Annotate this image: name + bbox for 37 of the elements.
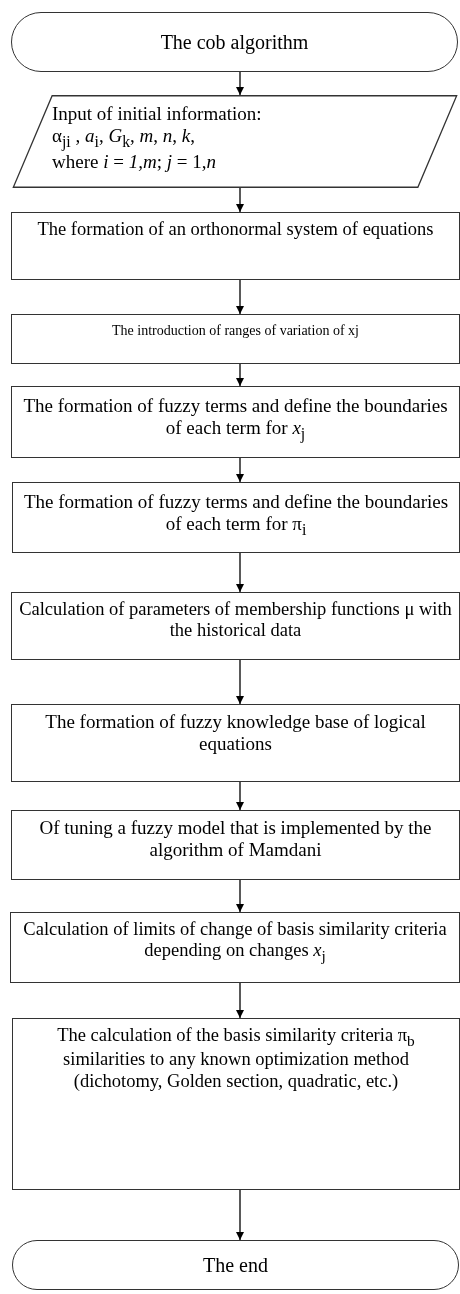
process-box — [11, 314, 460, 364]
step-text: The cob algorithm — [159, 30, 310, 54]
step-text: Input of initial information: — [52, 103, 262, 125]
process-box — [12, 482, 460, 553]
arrow — [236, 457, 244, 483]
step-text: The formation of an orthonormal system of equations — [36, 219, 435, 241]
arrow — [236, 659, 244, 705]
process-box — [11, 386, 460, 458]
step-text: α$_{ji}$ , a$_{i}$, G$_{k}$, m, n, k, — [52, 124, 195, 151]
step-text: The calculation of the basis similarity criteria π$_{b}$ similarities to any known optimization method (dichotomy, Golden section, quadratic, etc.) — [56, 1025, 416, 1092]
process-box — [10, 912, 460, 983]
arrow — [236, 71, 244, 96]
step-text: The formation of fuzzy terms and define the boundaries of each term for x$_{j}$ — [22, 395, 449, 443]
terminal-shape — [11, 12, 458, 72]
arrow — [236, 552, 244, 593]
process-box — [11, 810, 460, 880]
step-text: where i = 1,m; j = 1,n — [52, 150, 216, 173]
arrow — [236, 1189, 244, 1241]
step-text: The end — [202, 1253, 269, 1277]
step-text: The formation of fuzzy knowledge base of logical equations — [44, 711, 427, 755]
arrow — [236, 982, 244, 1019]
arrow — [236, 879, 244, 913]
input-parallelogram — [12, 95, 458, 188]
step-text: Of tuning a fuzzy model that is implemented by the algorithm of Mamdani — [38, 817, 433, 861]
process-box — [12, 1018, 460, 1190]
arrow — [236, 781, 244, 811]
step-text: Calculation of limits of change of basis similarity criteria depending on changes x$_{j}$ — [22, 919, 448, 965]
step-text: The formation of fuzzy terms and define the boundaries of each term for π$_{i}$ — [22, 491, 450, 539]
arrow — [236, 187, 244, 213]
terminal-shape — [12, 1240, 459, 1290]
arrow — [236, 279, 244, 315]
process-box — [11, 704, 460, 782]
process-box — [11, 212, 460, 280]
process-box — [11, 592, 460, 660]
arrow — [236, 363, 244, 387]
step-text: The introduction of ranges of variation of xj — [111, 323, 360, 340]
step-text: Calculation of parameters of membership functions μ with the historical data — [18, 599, 453, 642]
